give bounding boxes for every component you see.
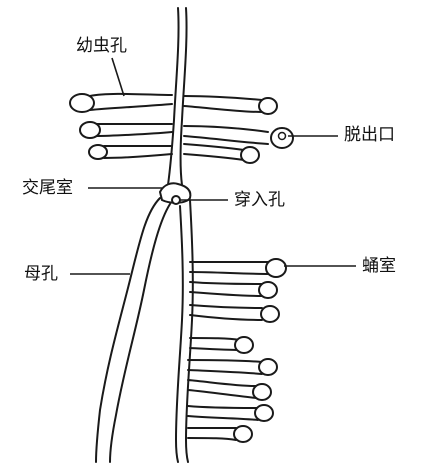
entrance-hole-shape: [172, 196, 180, 204]
label-larval-gallery: 幼虫孔: [76, 38, 127, 55]
label-maternal-gallery: 母孔: [24, 266, 58, 283]
pupal-galleries-lower: [188, 259, 286, 442]
lower-main-tunnel: [176, 200, 193, 462]
exit-hole-shape: [279, 133, 286, 140]
label-entrance-hole: 穿入孔: [234, 192, 285, 209]
pupal-chamber-shape: [266, 259, 286, 277]
label-pupal-chamber: 蛹室: [362, 258, 396, 275]
label-exit-hole: 脱出口: [344, 127, 395, 144]
maternal-gallery: [96, 198, 170, 462]
label-nuptial-chamber: 交尾室: [22, 180, 73, 197]
leader-larval-gallery: [112, 58, 124, 96]
